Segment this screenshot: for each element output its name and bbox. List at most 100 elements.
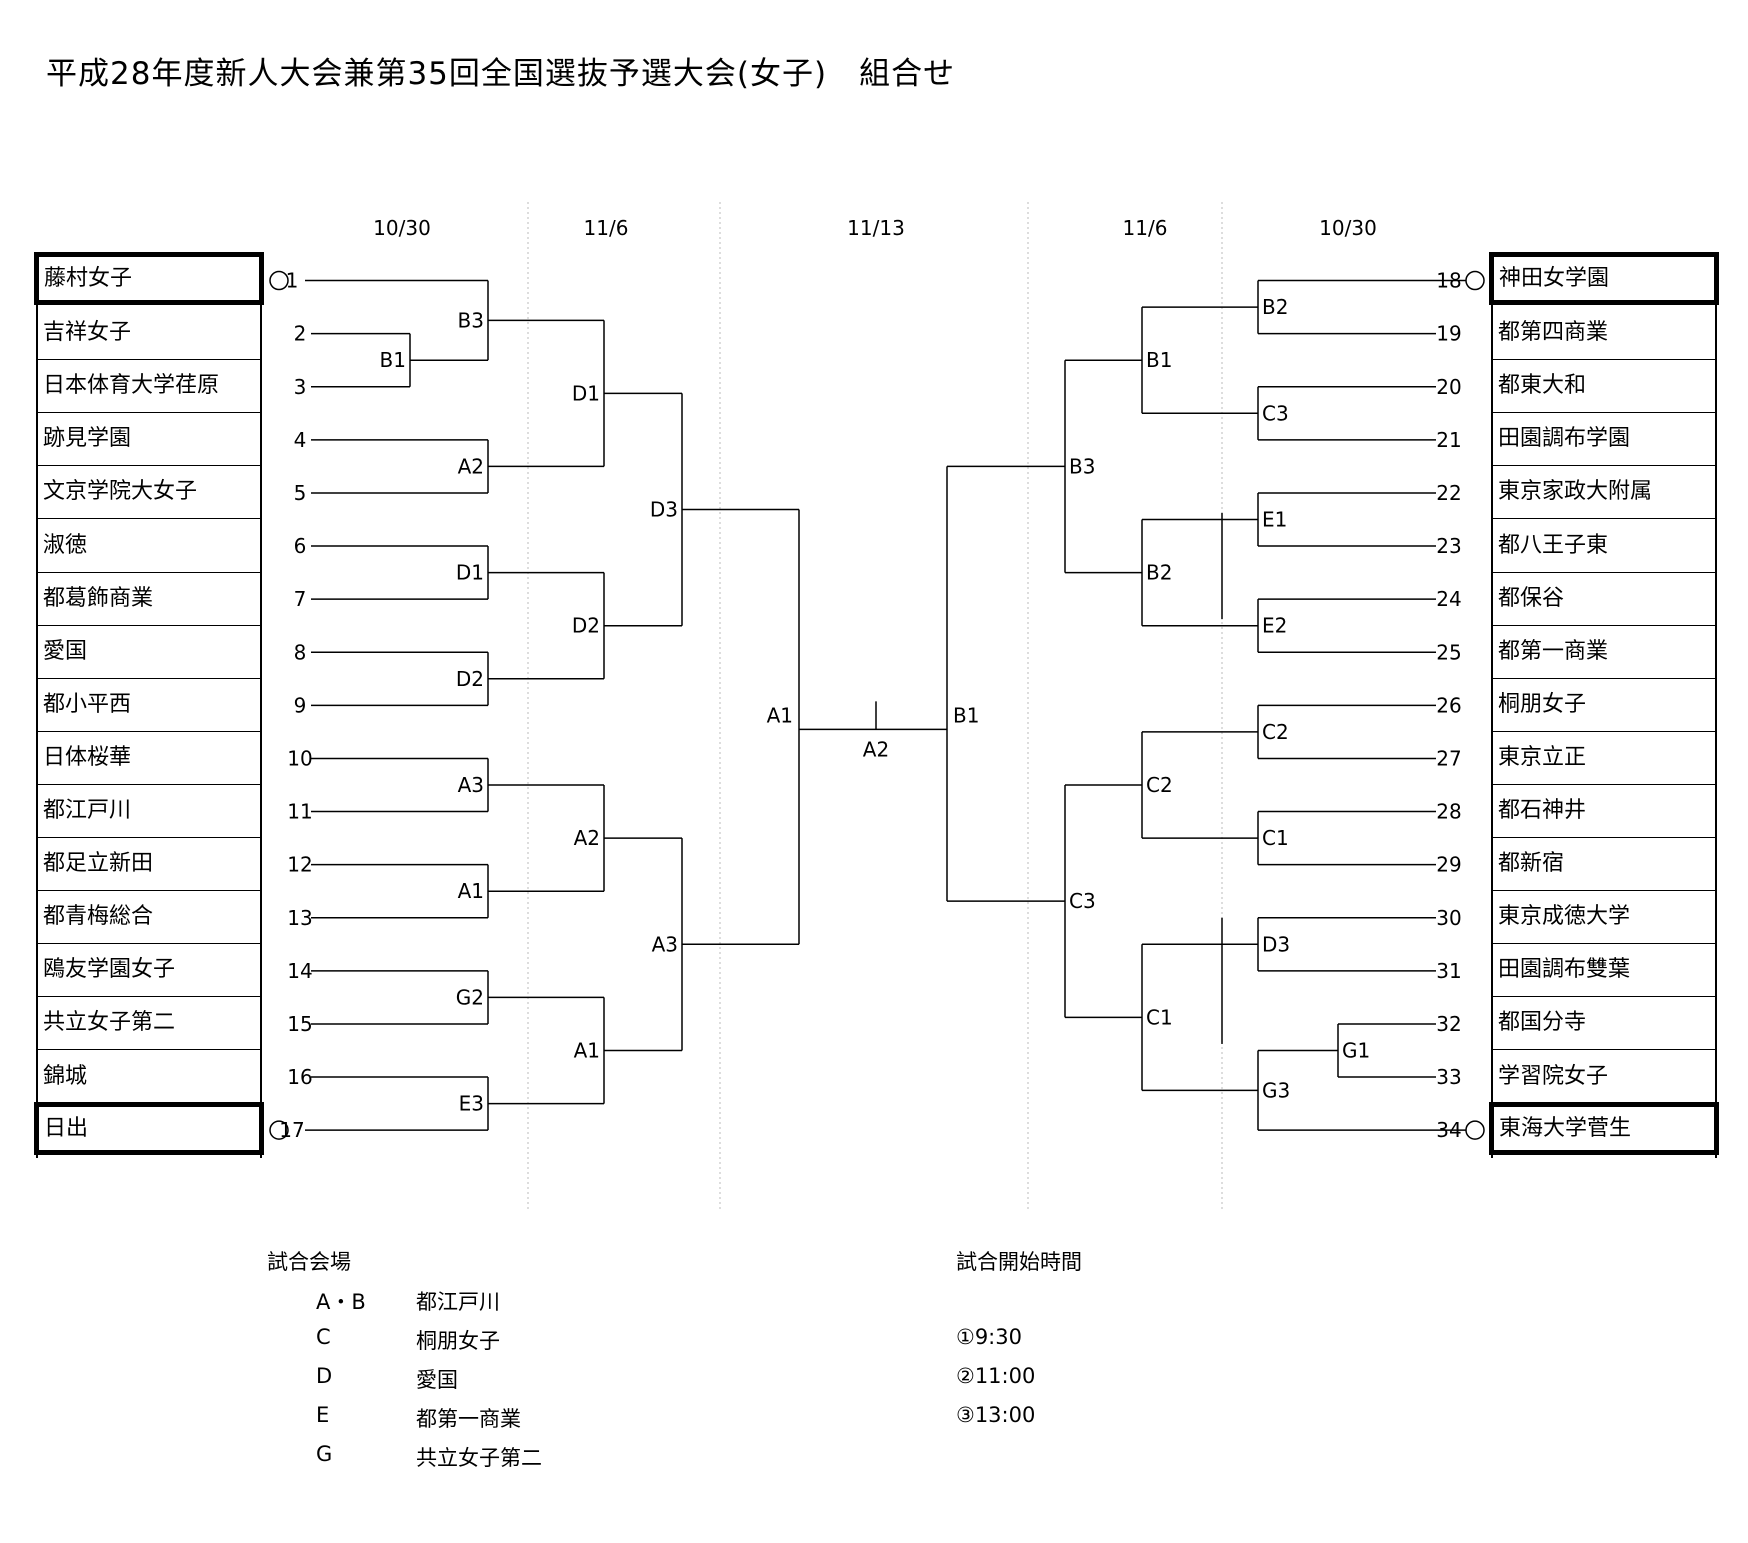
match-a1-r2-label: A1 [574, 1039, 600, 1063]
team-number: 30 [1436, 906, 1461, 930]
team-number: 20 [1436, 375, 1461, 399]
start-time: ②11:00 [956, 1364, 1036, 1388]
team-number: 2 [294, 322, 307, 346]
team-name: 都葛飾商業 [38, 573, 260, 626]
match-g2-label: G2 [456, 985, 484, 1009]
match-g1-label: G1 [1342, 1039, 1370, 1063]
match-a2-label: A2 [458, 454, 484, 478]
team-number: 29 [1436, 853, 1461, 877]
team-name: 愛国 [38, 626, 260, 679]
team-name: 都国分寺 [1493, 997, 1715, 1051]
team-name: 都青梅総合 [38, 891, 260, 945]
team-number: 14 [287, 959, 312, 983]
venue-code: E [316, 1403, 330, 1427]
match-e2-label: E2 [1262, 614, 1287, 638]
match-g3-label: G3 [1262, 1078, 1290, 1102]
team-number: 6 [294, 534, 307, 558]
match-d1-r2-label: D1 [572, 381, 600, 405]
team-number: 28 [1436, 800, 1461, 824]
venue-place: 共立女子第二 [416, 1446, 542, 1470]
start-time: ①9:30 [956, 1325, 1022, 1349]
match-b2-r2-label: B2 [1146, 561, 1172, 585]
team-name: 淑徳 [38, 520, 260, 573]
match-a1-label: A1 [458, 879, 484, 903]
team-number: 1 [286, 269, 299, 293]
match-label: B1 [953, 703, 979, 727]
seed-mark [269, 270, 289, 291]
team-name: 都足立新田 [38, 838, 260, 892]
team-name: 共立女子第二 [38, 997, 260, 1051]
team-number: 15 [287, 1012, 312, 1036]
venue-code: G [316, 1442, 333, 1466]
match-d3-label: D3 [650, 498, 678, 522]
match-b3-r3-label: B3 [1069, 454, 1095, 478]
match-label: B3 [458, 308, 484, 332]
team-number: 8 [294, 640, 307, 664]
team-name: 跡見学園 [38, 413, 260, 467]
final-label: A2 [863, 737, 889, 761]
team-name: 都保谷 [1493, 573, 1715, 626]
match-c1-r2-label: C1 [1146, 1005, 1173, 1029]
team-number: 16 [287, 1065, 312, 1089]
match-c3-label: C3 [1262, 401, 1289, 425]
team-number: 23 [1436, 534, 1461, 558]
match-label: A1 [767, 703, 793, 727]
team-number: 10 [287, 746, 312, 770]
match-a3-label: A3 [458, 773, 484, 797]
venue-place: 愛国 [416, 1368, 458, 1392]
start-times-title: 試合開始時間 [956, 1250, 1082, 1274]
match-a2-r2-label: A2 [574, 826, 600, 850]
match-b1-r2-label: B1 [1146, 348, 1172, 372]
team-name: 都八王子東 [1493, 520, 1715, 573]
date-final: 11/13 [847, 216, 905, 240]
team-number: 34 [1436, 1118, 1461, 1142]
team-number: 19 [1436, 322, 1461, 346]
team-name: 日体桜華 [38, 732, 260, 785]
team-number: 27 [1436, 746, 1461, 770]
team-number: 5 [294, 481, 307, 505]
team-name: 神田女学園 [1489, 252, 1719, 305]
team-number: 33 [1436, 1065, 1461, 1089]
team-name: 東京立正 [1493, 732, 1715, 785]
team-name: 都石神井 [1493, 785, 1715, 838]
match-c1-label: C1 [1262, 826, 1289, 850]
seed-mark [1465, 270, 1485, 291]
venue-place: 桐朋女子 [416, 1329, 500, 1353]
seed-mark [1465, 1120, 1485, 1140]
team-number: 12 [287, 853, 312, 877]
team-number: 9 [294, 693, 307, 717]
team-name: 桐朋女子 [1493, 679, 1715, 732]
team-name: 都新宿 [1493, 838, 1715, 892]
match-b1-r4 [946, 465, 1065, 902]
team-number: 24 [1436, 587, 1461, 611]
team-name: 日出 [34, 1101, 264, 1155]
team-name: 藤村女子 [34, 252, 264, 305]
match-b2-label: B2 [1262, 295, 1288, 319]
venue-place: 都第一商業 [416, 1407, 521, 1431]
team-name: 都小平西 [38, 679, 260, 732]
match-d2-label: D2 [456, 667, 484, 691]
match-e3-label: E3 [459, 1092, 484, 1116]
match-c2-r2-label: C2 [1146, 773, 1173, 797]
date-left-round1: 10/30 [373, 216, 431, 240]
team-number: 4 [294, 428, 307, 452]
match-e1-label: E1 [1262, 508, 1287, 532]
left-team-list: 藤村女子吉祥女子日本体育大学荏原跡見学園文京学院大女子淑徳都葛飾商業愛国都小平西… [34, 252, 264, 1158]
team-number: 13 [287, 906, 312, 930]
right-team-list: 神田女学園都第四商業都東大和田園調布学園東京家政大附属都八王子東都保谷都第一商業… [1489, 252, 1719, 1158]
match-label: B1 [380, 348, 406, 372]
date-left-round2: 11/6 [584, 216, 629, 240]
team-name: 田園調布雙葉 [1493, 944, 1715, 998]
team-name: 田園調布学園 [1493, 413, 1715, 467]
date-right-round1: 10/30 [1319, 216, 1377, 240]
team-number: 32 [1436, 1012, 1461, 1036]
venue-code: A・B [316, 1290, 366, 1314]
team-name: 東海大学菅生 [1489, 1101, 1719, 1155]
team-name: 吉祥女子 [38, 307, 260, 361]
seed-mark [269, 1120, 289, 1140]
venue-code: C [316, 1325, 331, 1349]
team-number: 3 [294, 375, 307, 399]
match-a1-r4 [682, 508, 800, 946]
team-number: 17 [279, 1118, 304, 1142]
